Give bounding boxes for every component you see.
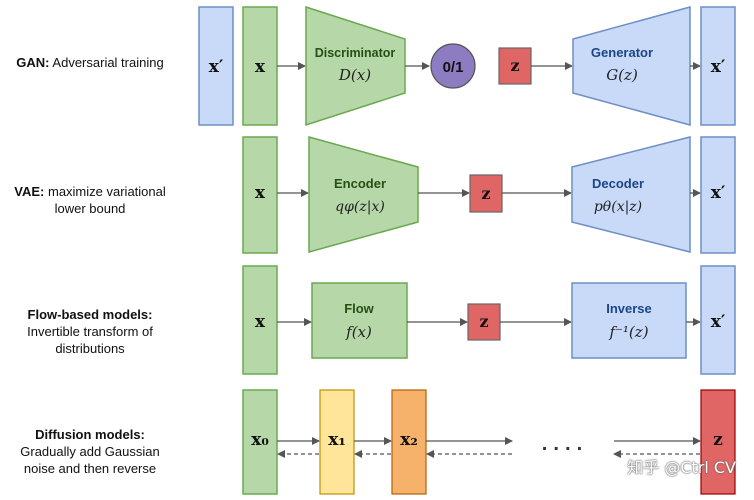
flow-x-input <box>242 265 278 375</box>
gan-generator-fn: G(z) <box>606 66 638 84</box>
diffusion-z <box>700 389 736 495</box>
vae-z-label: z <box>481 184 490 203</box>
flow-transform <box>311 282 408 359</box>
flow-z <box>467 303 501 341</box>
flow-label: Flow-based models: Invertible transform … <box>6 306 174 357</box>
gan-discriminator-fn: D(x) <box>338 66 371 84</box>
vae-decoder-title: Decoder <box>592 176 644 191</box>
watermark: 知乎 @Ctrl CV <box>627 458 736 477</box>
diffusion-z-label: z <box>713 430 723 450</box>
vae-desc: maximize variational lower bound <box>47 184 166 216</box>
diffusion-desc: Gradually add Gaussian noise and then re… <box>20 444 160 476</box>
gan-desc: Adversarial training <box>52 55 164 70</box>
vae-x-prime-output-label: x′ <box>711 183 726 203</box>
flow-row: x Flow f(x) z Inverse f⁻¹(z) x′ <box>242 265 736 375</box>
gan-x-prime-input-label: x′ <box>209 57 224 77</box>
vae-title: VAE: <box>14 184 45 199</box>
gan-x-input-label: x <box>255 57 266 77</box>
gan-title: GAN: <box>16 55 50 70</box>
diffusion-x1 <box>319 389 355 495</box>
gan-generator-title: Generator <box>591 45 653 60</box>
flow-desc: Invertible transform of distributions <box>27 324 153 356</box>
diffusion-ellipsis: · · · · <box>541 439 582 458</box>
flow-inverse-title: Inverse <box>606 301 652 316</box>
diffusion-x2 <box>391 389 427 495</box>
flow-transform-fn: f(x) <box>345 323 372 341</box>
flow-x-input-label: x <box>255 312 266 332</box>
flow-inverse-fn: f⁻¹(z) <box>608 323 648 341</box>
vae-z <box>469 174 503 213</box>
flow-transform-title: Flow <box>344 301 374 316</box>
gan-z-label: z <box>510 56 519 75</box>
diffusion-row: x₀ x₁ x₂ z · · · · <box>242 389 736 495</box>
vae-decoder-fn: pθ(x|z) <box>594 199 642 215</box>
vae-x-input <box>242 136 278 254</box>
vae-encoder-title: Encoder <box>334 176 386 191</box>
gan-output-label: 0/1 <box>443 59 464 76</box>
flow-z-label: z <box>479 312 488 331</box>
diffusion-x0 <box>242 389 278 495</box>
gan-z <box>498 47 532 85</box>
diffusion-x1-label: x₁ <box>328 430 346 450</box>
flow-title: Flow-based models: <box>27 307 153 322</box>
vae-x-input-label: x <box>255 183 266 203</box>
vae-label: VAE: maximize variational lower bound <box>6 183 174 217</box>
flow-x-prime-output <box>700 265 736 375</box>
diffusion-x0-label: x₀ <box>251 430 269 450</box>
flow-x-prime-output-label: x′ <box>711 312 726 332</box>
vae-encoder-fn: qφ(z|x) <box>335 199 385 215</box>
gan-output-circle <box>430 43 476 89</box>
gan-generator <box>572 6 691 126</box>
diffusion-title: Diffusion models: <box>35 427 145 442</box>
gan-x-prime-output-label: x′ <box>711 57 726 77</box>
gan-discriminator-title: Discriminator <box>315 46 396 60</box>
flow-inverse <box>571 282 687 359</box>
gan-x-prime-input <box>198 6 234 126</box>
vae-decoder <box>571 136 691 253</box>
vae-row: x Encoder qφ(z|x) z Decoder pθ(x|z) x′ <box>242 136 736 254</box>
gan-row: x′ x Discriminator D(x) 0/1 z Generator … <box>198 5 736 127</box>
vae-x-prime-output <box>700 136 736 254</box>
vae-encoder <box>308 136 419 253</box>
gan-discriminator <box>305 5 406 127</box>
diffusion-label: Diffusion models: Gradually add Gaussian… <box>6 426 174 477</box>
gan-x-prime-output <box>700 6 736 126</box>
gan-label: GAN: Adversarial training <box>6 54 174 71</box>
diffusion-x2-label: x₂ <box>400 430 418 450</box>
